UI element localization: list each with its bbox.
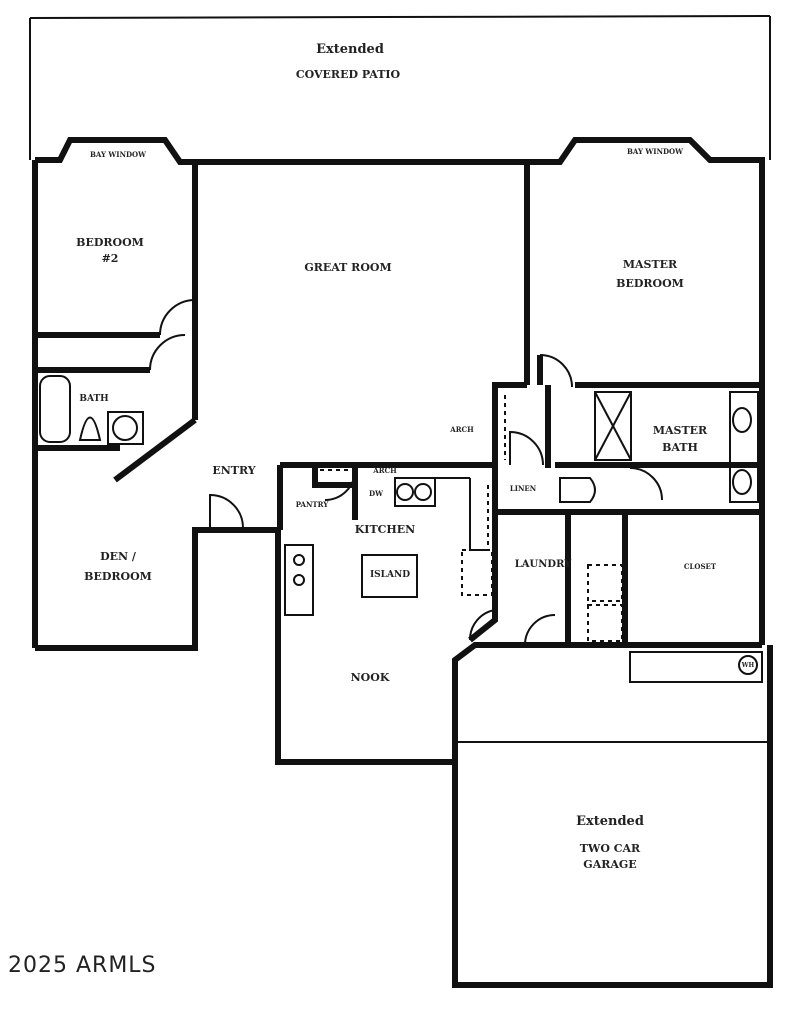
bay-window-right-label: BAY WINDOW (627, 147, 683, 156)
bath-label: BATH (79, 394, 109, 404)
dw-label: DW (369, 489, 383, 498)
laundry-label: LAUNDRY (515, 559, 572, 570)
bedroom2-label-2: #2 (102, 252, 119, 265)
water-heater-label: WH (741, 662, 755, 669)
master-bath-label-1: MASTER (653, 424, 708, 437)
pantry-label: PANTRY (296, 500, 329, 509)
garage-label-3: GARAGE (583, 858, 636, 871)
master-bedroom-label-1: MASTER (623, 258, 678, 271)
kitchen-label: KITCHEN (355, 523, 415, 536)
arch-great-label: ARCH (449, 425, 474, 434)
patio-label-1: Extended (316, 42, 384, 57)
exterior-walls (32, 137, 773, 988)
doors (149, 299, 663, 646)
garage-label-2: TWO CAR (580, 842, 641, 855)
garage-label-1: Extended (576, 814, 644, 829)
den-label-1: DEN / (100, 550, 137, 563)
bedroom2-label-1: BEDROOM (76, 236, 144, 249)
patio-label-2: COVERED PATIO (296, 68, 401, 81)
copyright-watermark: 2025 ARMLS (8, 953, 157, 978)
island-label: ISLAND (370, 570, 410, 580)
arch-kitchen-label: ARCH (372, 466, 397, 475)
fixtures (39, 375, 759, 642)
patio-outline (29, 15, 771, 160)
closet-label: CLOSET (684, 562, 717, 571)
bay-window-left-label: BAY WINDOW (90, 150, 146, 159)
den-label-2: BEDROOM (84, 570, 152, 583)
great-room-label: GREAT ROOM (304, 261, 391, 274)
master-bedroom-label-2: BEDROOM (616, 277, 684, 290)
entry-label: ENTRY (212, 464, 255, 477)
linen-label: LINEN (510, 484, 537, 493)
interior-walls (35, 165, 770, 743)
master-bath-label-2: BATH (662, 441, 698, 454)
nook-label: NOOK (351, 671, 390, 684)
